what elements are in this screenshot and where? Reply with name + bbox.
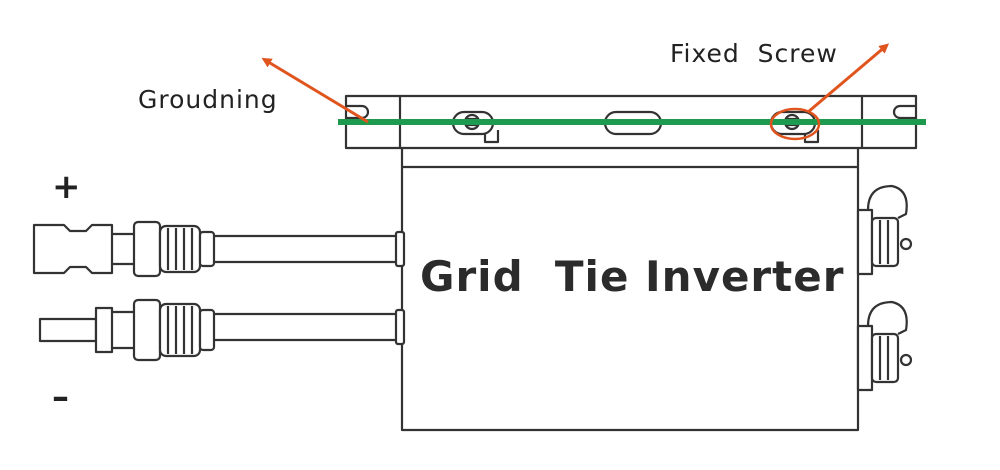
- positive-terminal-label: +: [52, 167, 81, 207]
- fixed-screw-label: Fixed Screw: [670, 39, 838, 68]
- grounding-arrow: [261, 57, 369, 124]
- negative-terminal-label: –: [52, 377, 69, 417]
- fixed-screw-arrow: [807, 43, 890, 114]
- mc4-connector-male-icon: [38, 298, 216, 362]
- grounding-label: Groudning: [138, 85, 278, 114]
- inverter-housing: [400, 148, 860, 432]
- mc4-connector-female-icon: [32, 220, 216, 278]
- cable-gland-icon: [856, 184, 913, 276]
- dc-cable-positive: [214, 230, 406, 268]
- screw-highlight: [769, 107, 821, 141]
- cable-gland-icon: [856, 300, 913, 392]
- dc-cable-negative: [214, 308, 406, 346]
- device-title: Grid Tie Inverter: [420, 252, 845, 301]
